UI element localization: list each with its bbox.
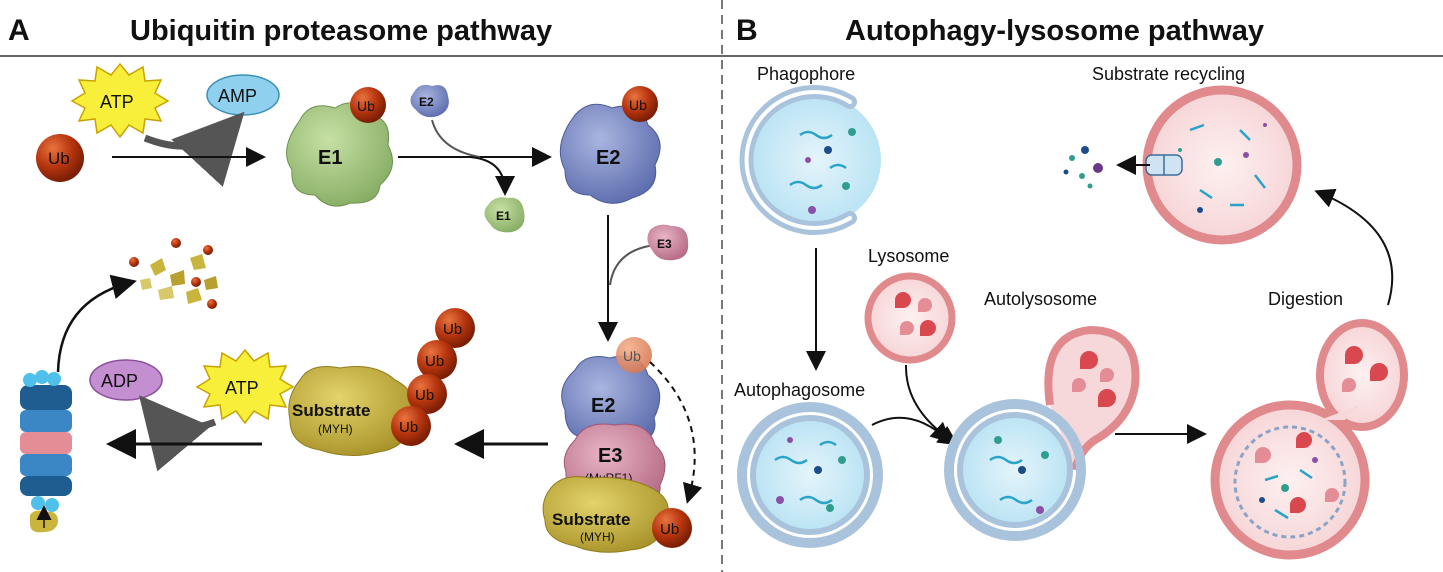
panel-b: Phagophore Autophagosome	[734, 64, 1408, 560]
svg-text:Ub: Ub	[629, 97, 647, 113]
digestion-to-recycling-arrow	[1314, 188, 1394, 306]
e2-e3-substrate-complex: E2 Ub E3 (MuRF1) Substrate (MYH) Ub	[542, 337, 692, 553]
lysosome	[864, 272, 956, 364]
peptide-fragments	[129, 238, 218, 309]
atp-burst-bottom: ATP	[195, 348, 295, 425]
ub-free: Ub	[36, 134, 84, 182]
adp-bubble: ADP	[89, 359, 163, 401]
e1-enzyme: E1 Ub	[286, 87, 393, 207]
e2-enzyme: E2 Ub	[559, 86, 661, 204]
label-lysosome: Lysosome	[868, 246, 949, 266]
svg-text:Ub: Ub	[399, 419, 418, 436]
svg-text:Ub: Ub	[660, 521, 679, 538]
recycling-lysosome	[1142, 85, 1302, 245]
atp-to-adp-arrow	[138, 395, 217, 472]
e2-small-top: E2	[410, 84, 449, 118]
amp-bubble: AMP	[206, 74, 280, 116]
svg-text:ADP: ADP	[101, 371, 138, 391]
proteasome	[20, 370, 72, 533]
panel-a-letter: A	[8, 14, 30, 47]
svg-text:(MYH): (MYH)	[580, 530, 615, 544]
autolysosome	[944, 325, 1140, 541]
svg-text:(MYH): (MYH)	[318, 422, 353, 436]
autophagosome	[737, 402, 883, 548]
panel-b-title: Autophagy-lysosome pathway	[845, 15, 1264, 47]
atp-to-amp-arrow	[143, 111, 245, 187]
svg-text:Ub: Ub	[623, 348, 641, 364]
panel-a: Ub ATP AMP E1 Ub E2	[20, 62, 703, 553]
e2-join-curve	[431, 119, 481, 158]
svg-text:E2: E2	[596, 147, 620, 169]
svg-text:Ub: Ub	[357, 98, 375, 114]
label-phagophore: Phagophore	[757, 64, 855, 84]
e1-small: E1	[484, 197, 525, 233]
label-substrate-recycling: Substrate recycling	[1092, 64, 1245, 84]
svg-text:E3: E3	[657, 237, 672, 251]
svg-text:AMP: AMP	[218, 86, 257, 106]
label-autophagosome: Autophagosome	[734, 380, 865, 400]
lysosome-to-autolysosome-arrow	[904, 364, 959, 446]
svg-text:E3: E3	[598, 445, 622, 467]
svg-text:Substrate: Substrate	[292, 401, 370, 420]
svg-text:Ub: Ub	[48, 149, 70, 168]
e3-small: E3	[647, 224, 689, 261]
digestion-vesicle	[1210, 319, 1408, 560]
e3-join-curve	[609, 244, 656, 286]
label-autolysosome: Autolysosome	[984, 289, 1097, 309]
svg-text:Substrate: Substrate	[552, 510, 630, 529]
label-digestion: Digestion	[1268, 289, 1343, 309]
phagophore	[739, 85, 881, 235]
svg-text:E2: E2	[419, 95, 434, 109]
svg-text:E1: E1	[496, 209, 511, 223]
autophagosome-to-autolysosome-arrow	[871, 416, 951, 443]
panel-b-letter: B	[736, 14, 758, 47]
svg-text:E1: E1	[318, 147, 342, 169]
svg-text:E2: E2	[591, 395, 615, 417]
svg-text:Ub: Ub	[425, 353, 444, 370]
panel-a-title: Ubiquitin proteasome pathway	[130, 15, 552, 47]
ub-transfer-dashed-arrow	[649, 361, 703, 504]
svg-text:Ub: Ub	[443, 321, 462, 338]
proteasome-to-fragments-arrow	[56, 274, 137, 373]
polyub-substrate: Substrate (MYH) Ub Ub Ub Ub	[288, 308, 475, 456]
atp-burst-top: ATP	[70, 62, 170, 139]
svg-text:ATP: ATP	[100, 92, 134, 112]
svg-text:Ub: Ub	[415, 387, 434, 404]
e1-release-curve	[469, 156, 515, 196]
recycled-molecules	[1063, 146, 1103, 189]
svg-text:ATP: ATP	[225, 378, 259, 398]
